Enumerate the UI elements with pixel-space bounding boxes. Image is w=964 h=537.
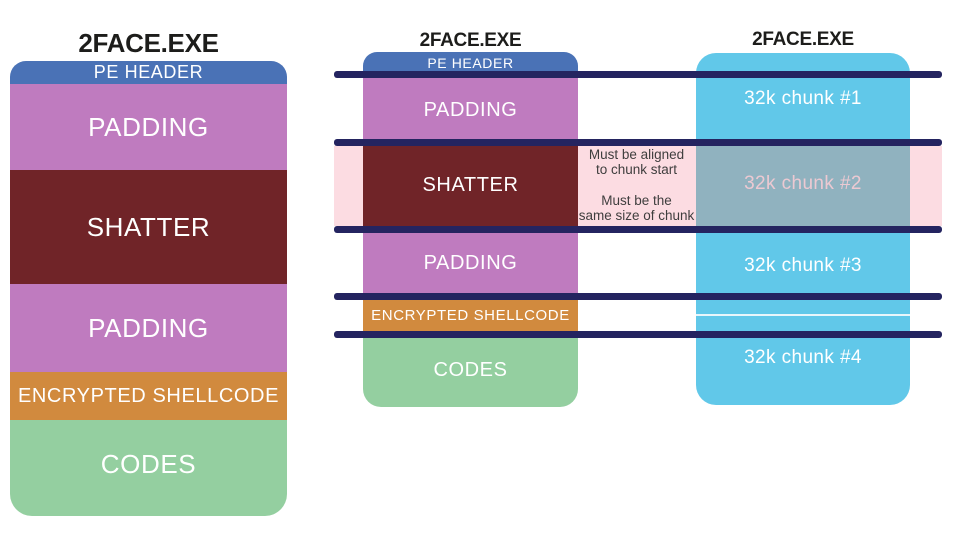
middle-section-codes: CODES: [363, 334, 578, 407]
alignment-note: Must be aligned to chunk start: [588, 147, 685, 178]
middle-section-padding-top: PADDING: [363, 78, 578, 142]
chunk-boundary-line-2: [334, 139, 942, 146]
chunk-2-overlap-region: [696, 146, 910, 226]
middle-section-padding-bottom: PADDING: [363, 229, 578, 297]
chunk-boundary-line-5: [334, 331, 942, 338]
chunk-divider-line: [696, 314, 910, 316]
chunk-boundary-line-1: [334, 71, 942, 78]
left-section-encrypted-shellcode: ENCRYPTED SHELLCODE: [10, 372, 287, 420]
left-section-padding-top: PADDING: [10, 84, 287, 170]
left-section-codes: CODES: [10, 420, 287, 516]
left-section-shatter: SHATTER: [10, 170, 287, 284]
left-section-pe-header: PE HEADER: [10, 61, 287, 84]
middle-section-encrypted-shellcode: ENCRYPTED SHELLCODE: [363, 297, 578, 334]
left-section-padding-bottom: PADDING: [10, 284, 287, 372]
chunk-3-label: 32k chunk #3: [744, 255, 862, 276]
chunk-4-label: 32k chunk #4: [744, 347, 862, 368]
chunk-2-label: 32k chunk #2: [744, 173, 862, 194]
middle-section-shatter: SHATTER: [363, 142, 578, 229]
size-note: Must be the same size of chunk: [578, 192, 695, 223]
chunk-1-label: 32k chunk #1: [744, 88, 862, 109]
right-diagram-title: 2FACE.EXE: [752, 29, 854, 50]
middle-diagram-title: 2FACE.EXE: [419, 30, 522, 51]
left-diagram-title: 2FACE.EXE: [78, 28, 219, 58]
chunk-boundary-line-4: [334, 293, 942, 300]
chunk-rules-annotation: Must be aligned to chunk start Must be t…: [577, 146, 696, 226]
chunk-boundary-line-3: [334, 226, 942, 233]
